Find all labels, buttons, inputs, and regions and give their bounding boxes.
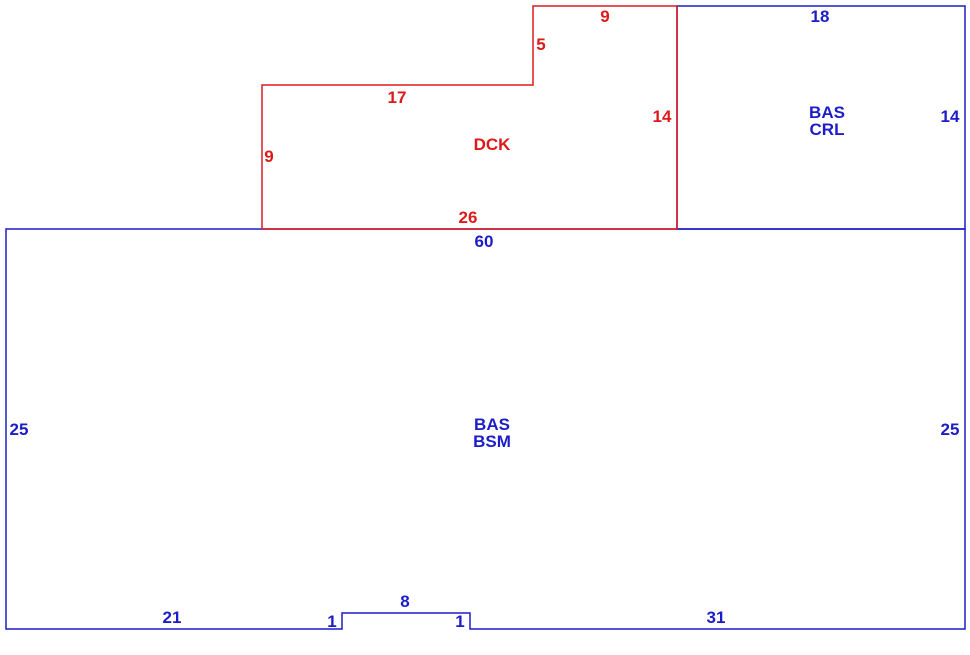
bsm-code-1: BAS [474,415,510,434]
bsm-code-2: BSM [473,432,511,451]
dck-code: DCK [474,135,512,154]
bsm-dim-bottom-left: 21 [163,608,182,627]
crl-dim-top: 18 [811,7,830,26]
bsm-dim-left: 25 [10,420,29,439]
dck-dim-right: 14 [653,107,672,126]
dck-dim-bottom: 26 [459,208,478,227]
bsm-dim-notch-left: 1 [327,612,336,631]
bsm-dim-notch-top: 8 [400,592,409,611]
crl-code-1: BAS [809,103,845,122]
crl-code-2: CRL [810,120,845,139]
dck-dim-top: 9 [600,7,609,26]
crl-dim-right: 14 [941,107,960,126]
bsm-dim-right: 25 [941,420,960,439]
dck-dim-left: 9 [264,147,273,166]
dck-outline [261,5,678,230]
bsm-outline [5,228,966,630]
dck-dim-step: 5 [536,35,545,54]
bsm-dim-top: 60 [475,232,494,251]
bsm-dim-notch-right: 1 [455,612,464,631]
bsm-dim-bottom-right: 31 [707,608,726,627]
dck-dim-upper-left: 17 [388,88,407,107]
